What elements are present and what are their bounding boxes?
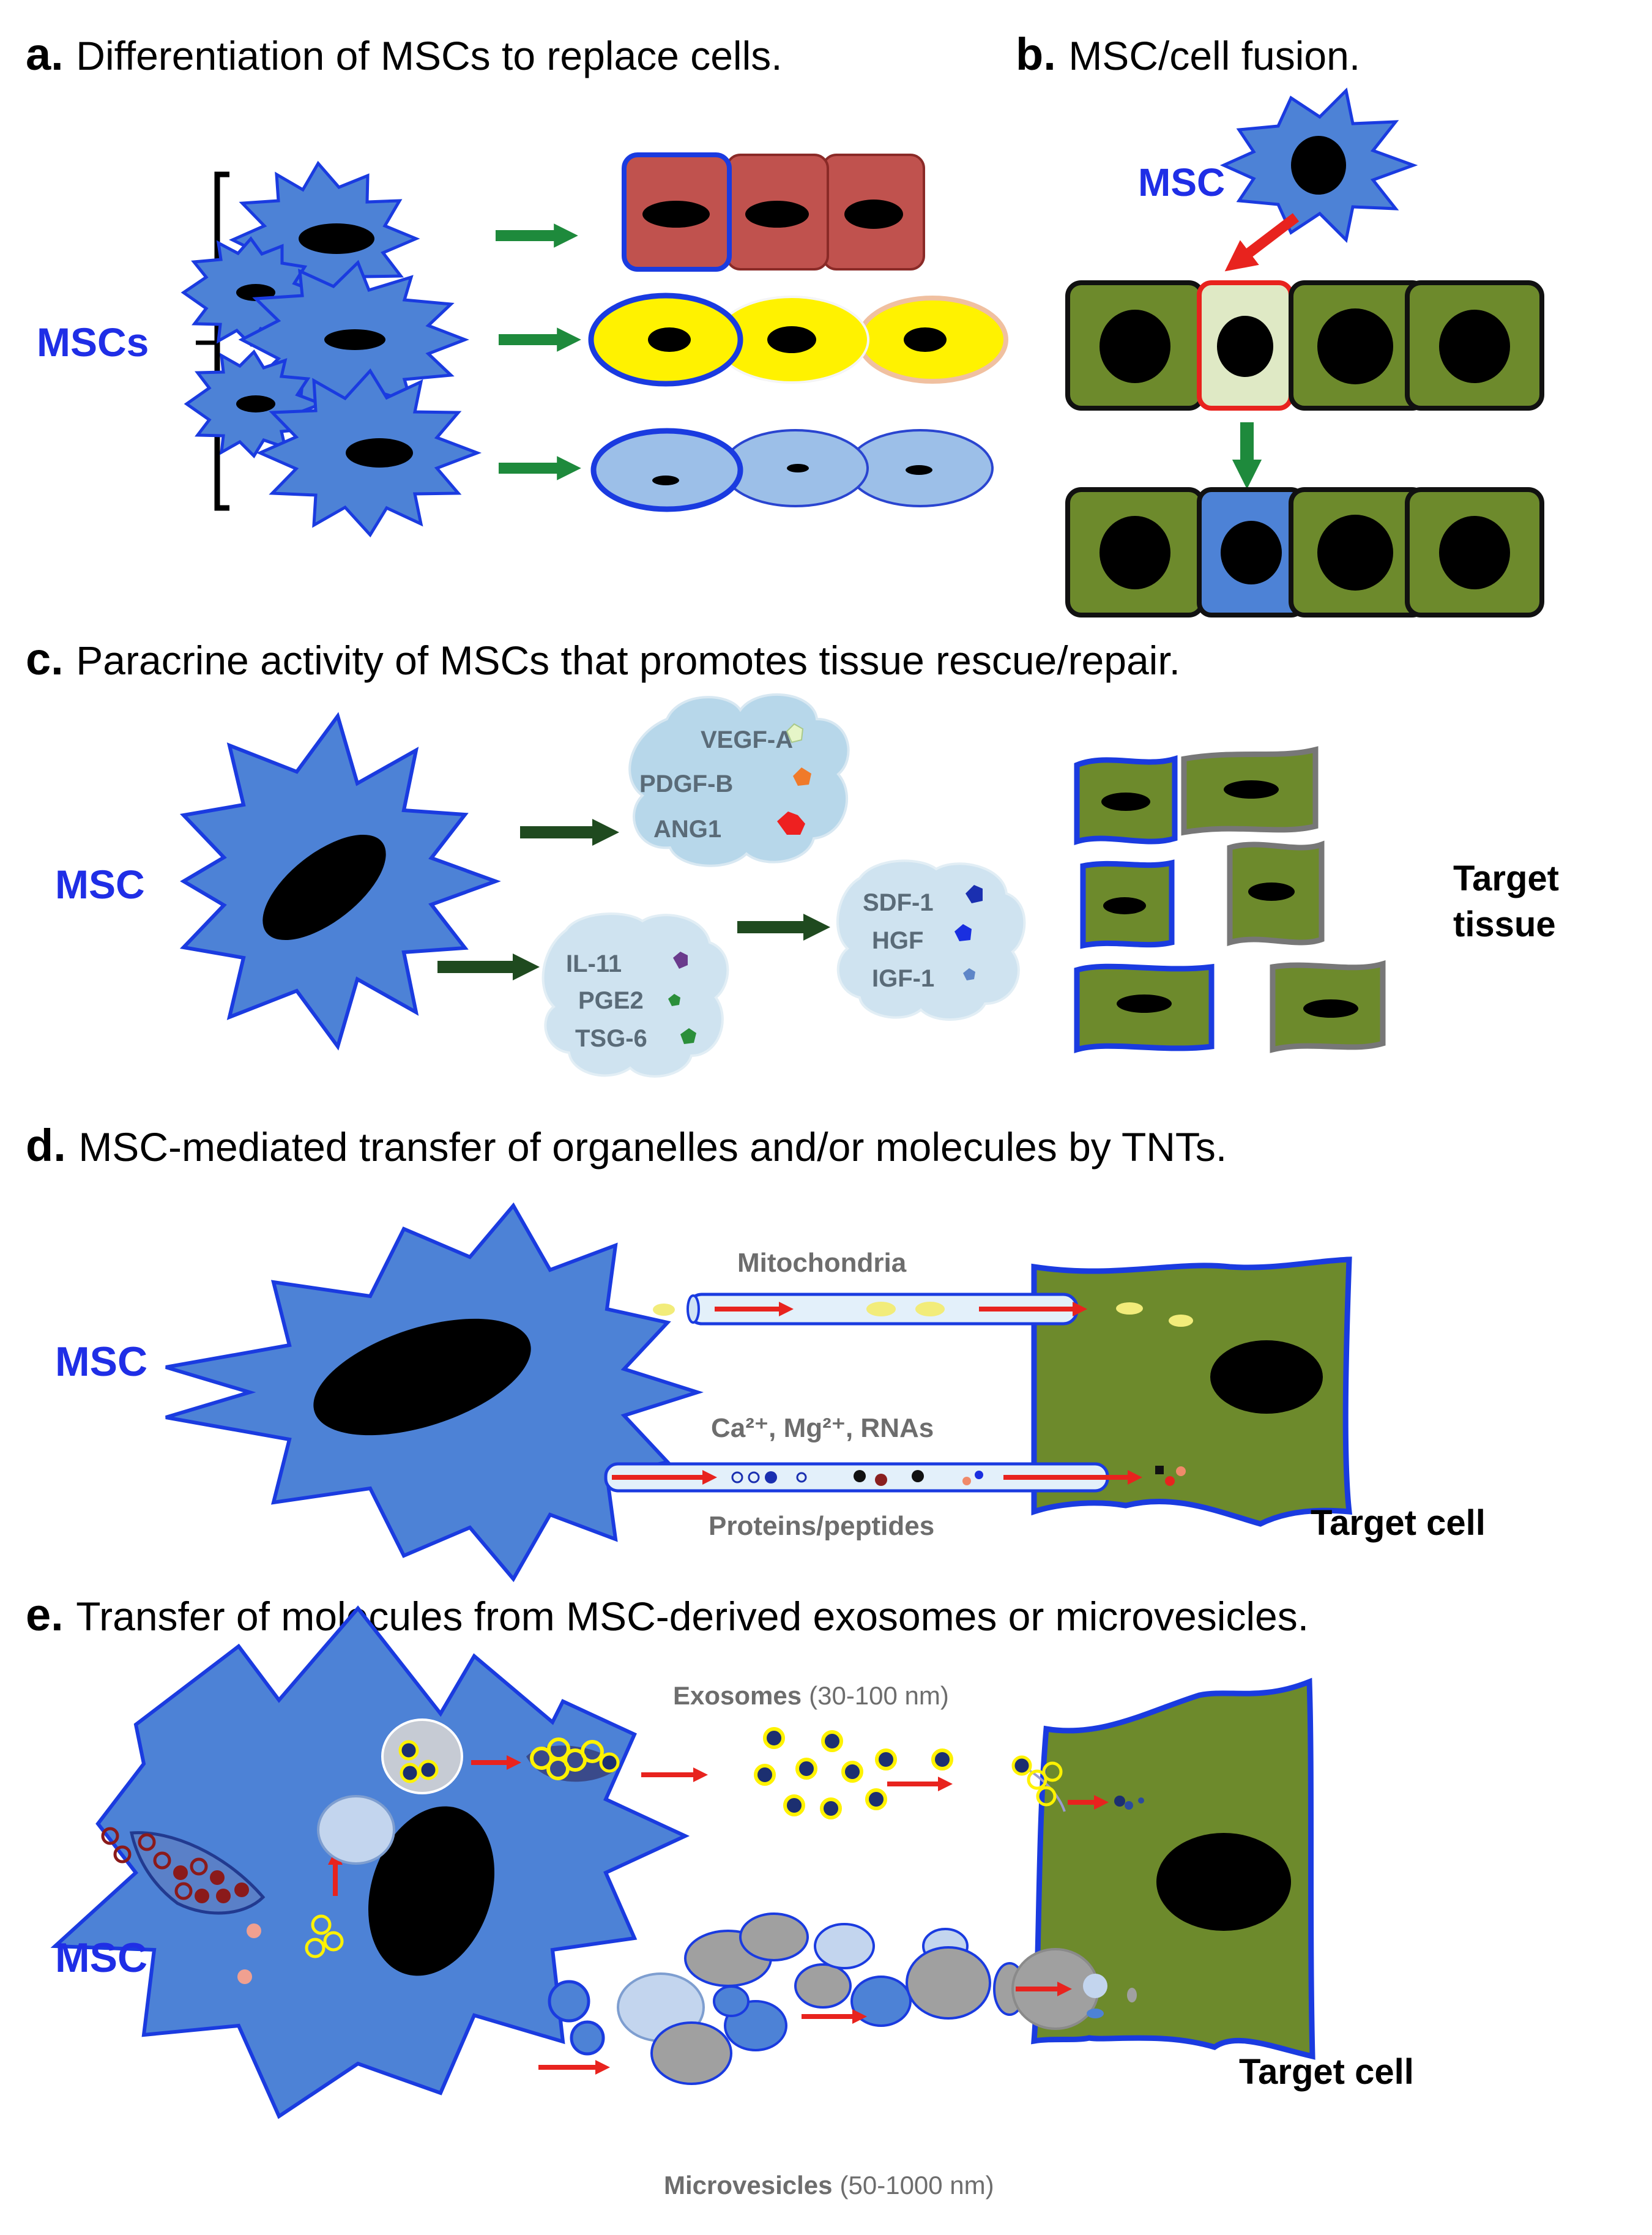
mitochondrion-icon	[653, 1304, 675, 1316]
panel-d-title: d.MSC-mediated transfer of organelles an…	[26, 1120, 1227, 1171]
exosomes-name: Exosomes	[673, 1681, 802, 1710]
pge2-molecule-icon	[668, 994, 680, 1006]
exosome-icon	[1036, 1786, 1057, 1807]
rna-icon	[854, 1470, 866, 1482]
msc-label-d: MSC	[55, 1338, 147, 1385]
factor-label: IL-11	[566, 950, 622, 977]
il11-molecule-icon	[673, 952, 688, 969]
microvesicles-label: Microvesicles(50-1000 nm)	[664, 2171, 994, 2200]
mscs-label: MSCs	[37, 319, 149, 365]
microvesicles-size: (50-1000 nm)	[840, 2171, 994, 2200]
fusion-arrow	[1224, 213, 1300, 272]
factor-label: VEGF-A	[701, 726, 793, 753]
target-cell-d	[1031, 1256, 1353, 1527]
epithelial-row-before	[1065, 280, 1544, 411]
msc-label-e: MSC	[55, 1935, 147, 1981]
exosome-release	[526, 1737, 621, 1782]
ions-label: Ca²⁺, Mg²⁺, RNAs	[711, 1413, 934, 1443]
factor-label: IGF-1	[872, 965, 934, 992]
panel-e: Exosomes(30-100 nm)	[50, 1605, 1414, 2200]
msc-label-b: MSC	[1138, 160, 1225, 204]
panel-c: MSC VEGF-A PDGF-B ANG1 IL-11 PGE2 TSG-6 …	[55, 693, 1559, 1078]
exosomes-label: Exosomes(30-100 nm)	[673, 1681, 949, 1710]
protein-icon	[1176, 1466, 1186, 1476]
ion-icon	[765, 1471, 777, 1483]
factor-label: SDF-1	[863, 889, 934, 916]
exosome-icon	[1042, 1761, 1063, 1782]
epithelial-row-after	[1065, 487, 1544, 618]
factor-label: PGE2	[578, 987, 644, 1014]
differentiated-row-2	[588, 293, 1008, 387]
mitochondrion-icon	[1169, 1315, 1193, 1327]
cargo-dot	[1114, 1796, 1125, 1807]
panel-c-title: c.Paracrine activity of MSCs that promot…	[26, 633, 1181, 684]
factor-cloud-3: SDF-1 HGF IGF-1	[836, 859, 1026, 1021]
mvb-exosome	[381, 1718, 463, 1794]
factor-label: ANG1	[653, 816, 721, 843]
vesicle-dot	[247, 1923, 261, 1938]
multivesicular-body-red	[101, 1827, 266, 1915]
vegf-molecule-icon	[786, 723, 804, 744]
protein-icon	[1165, 1476, 1175, 1486]
target-cell-label-e: Target cell	[1239, 2052, 1414, 2092]
ion-icon	[748, 1471, 760, 1483]
ion-icon	[731, 1471, 743, 1483]
proteins-label: Proteins/peptides	[709, 1511, 934, 1541]
panel-a-title: a.Differentiation of MSCs to replace cel…	[26, 29, 783, 80]
free-exosomes	[754, 1727, 953, 1819]
factor-label: HGF	[872, 927, 923, 954]
mitochondrion-icon	[1116, 1302, 1143, 1315]
panel-b-title: b.MSC/cell fusion.	[1016, 29, 1361, 80]
rna-icon	[1155, 1466, 1164, 1474]
exosomes-size: (30-100 nm)	[809, 1681, 949, 1710]
differentiated-row-1	[622, 152, 925, 272]
exosome-icon	[323, 1931, 344, 1952]
tsg6-molecule-icon	[680, 1028, 696, 1044]
light-blue-cell	[590, 428, 743, 512]
endosome	[317, 1795, 395, 1865]
exosome-icon	[1027, 1769, 1047, 1790]
rna-icon	[875, 1474, 887, 1486]
protein-icon	[975, 1471, 983, 1479]
mitochondrion-icon	[866, 1302, 896, 1316]
hgf-molecule-icon	[954, 924, 972, 941]
mitochondrion-icon	[915, 1302, 945, 1316]
panel-e-title: e.Transfer of molecules from MSC-derived…	[26, 1589, 1309, 1640]
pdgf-molecule-icon	[793, 767, 811, 786]
ion-icon	[796, 1472, 807, 1483]
factor-label: TSG-6	[575, 1025, 647, 1052]
factor-cloud-2: IL-11 PGE2 TSG-6	[541, 912, 729, 1078]
exosome-icon	[1011, 1755, 1032, 1776]
panel-d: MSC Mitochondria Ca²⁺, Mg²⁺, RNAs Protei…	[55, 1202, 1486, 1583]
cargo-dot	[1138, 1797, 1144, 1804]
target-cell-label-d: Target cell	[1311, 1503, 1486, 1543]
cargo-dot	[1125, 1801, 1133, 1810]
mitochondria-label: Mitochondria	[737, 1248, 907, 1278]
ang1-molecule-icon	[777, 812, 805, 835]
protein-icon	[962, 1477, 971, 1485]
sdf1-molecule-icon	[966, 885, 983, 903]
rna-icon	[912, 1470, 924, 1482]
msc-label-c: MSC	[55, 862, 145, 907]
target-tissue	[1074, 746, 1386, 1054]
igf1-molecule-icon	[963, 968, 975, 980]
exosome-icon	[305, 1938, 326, 1958]
microvesicles-name: Microvesicles	[664, 2171, 833, 2200]
msc-cluster	[180, 160, 482, 538]
panel-b: MSC	[1065, 87, 1544, 618]
factor-cloud-1: VEGF-A PDGF-B ANG1	[628, 693, 850, 867]
panel-a: MSCs	[37, 152, 1008, 538]
target-tissue-label: Target	[1453, 859, 1559, 898]
target-tissue-label: tissue	[1453, 905, 1556, 944]
differentiated-row-3	[590, 428, 994, 512]
factor-label: PDGF-B	[639, 770, 733, 797]
vesicle-dot	[237, 1969, 252, 1984]
exosome-icon	[311, 1914, 332, 1935]
